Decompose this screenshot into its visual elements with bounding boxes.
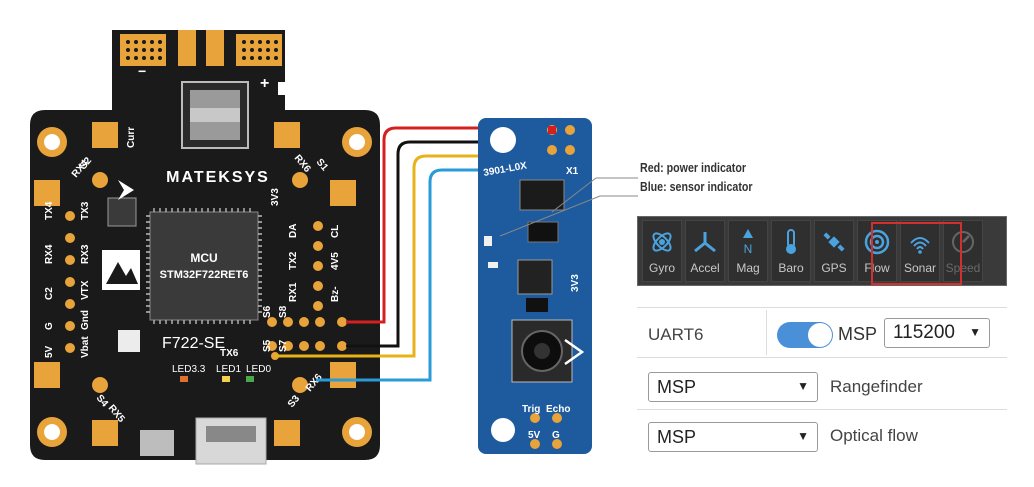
pad-5v-label: 5V [44, 345, 55, 358]
led33-label: LED3.3 [172, 364, 206, 375]
pad-tx2-label: TX2 [288, 251, 299, 270]
wire-yellow [274, 154, 554, 358]
toggle-knob [808, 323, 832, 347]
sensor-trig-label: Trig [522, 404, 540, 415]
pad-rx4-label: RX4 [44, 244, 55, 264]
pad-rx1-label: RX1 [288, 282, 299, 302]
pad-tx3-label: TX3 [80, 201, 91, 220]
pad-c2-label: C2 [44, 287, 55, 300]
pad-s8-label: S8 [278, 305, 289, 318]
toolbar-item-mag[interactable]: N Mag [728, 220, 768, 282]
protocol-label: MSP [838, 324, 878, 344]
model-label: F722-SE [162, 335, 225, 352]
toolbar-label-baro: Baro [778, 261, 804, 275]
toolbar-item-baro[interactable]: Baro [771, 220, 811, 282]
sensor-3v3-label: 3V3 [570, 274, 581, 292]
annotation-blue: Blue: sensor indicator [640, 179, 753, 194]
pad-vtx-label: VTX [80, 280, 91, 300]
opticalflow-value: MSP [657, 426, 697, 447]
wire-blue [316, 168, 570, 382]
pad-g-label: G [44, 322, 55, 330]
divider [766, 310, 767, 355]
wire-black [346, 140, 570, 348]
dropdown-arrow-icon: ▼ [797, 379, 809, 393]
dropdown-arrow-icon: ▼ [969, 325, 981, 339]
led0-label: LED0 [246, 364, 271, 375]
toolbar-label-flow: Flow [864, 261, 890, 275]
accel-icon [691, 227, 719, 257]
toolbar-label-speed: Speed [945, 261, 981, 275]
port-label: UART6 [648, 325, 704, 344]
pad-cl-label: CL [330, 225, 341, 238]
mcu-title: MCU [190, 251, 217, 265]
toolbar-item-sonar[interactable]: Sonar [900, 220, 940, 282]
sonar-icon [906, 227, 934, 257]
flow-icon [863, 227, 891, 257]
toolbar-item-accel[interactable]: Accel [685, 220, 725, 282]
dropdown-arrow-icon: ▼ [797, 429, 809, 443]
pad-4v5-label: 4V5 [330, 252, 341, 270]
svg-text:+: + [260, 75, 269, 92]
sensor-x1-label: X1 [566, 166, 579, 177]
pad-tx6-label: TX6 [220, 348, 239, 359]
divider [637, 357, 1007, 358]
toolbar-label-sonar: Sonar [903, 261, 937, 275]
curr-label: Curr [126, 127, 137, 148]
gyro-icon [648, 227, 676, 257]
wire-red [346, 126, 552, 324]
sensor-5v-label: 5V [528, 430, 541, 441]
svg-text:N: N [744, 242, 753, 256]
rangefinder-select[interactable]: MSP ▼ [648, 372, 818, 402]
toolbar-item-gyro[interactable]: Gyro [642, 220, 682, 282]
opticalflow-select[interactable]: MSP ▼ [648, 422, 818, 452]
pad-vbat-label: Vbat [80, 336, 91, 358]
pad-3v3-label: 3V3 [270, 188, 281, 206]
baro-icon [777, 227, 805, 257]
annotation-leaders [499, 177, 638, 237]
pad-bz-label: Bz- [330, 286, 341, 302]
rangefinder-label: Rangefinder [830, 377, 923, 396]
toolbar-label-gps: GPS [821, 261, 847, 275]
sensor-board: 3901-L0X X1 3V3 Trig Echo 5V G [478, 118, 592, 454]
rangefinder-value: MSP [657, 376, 697, 397]
pad-rx3-label: RX3 [80, 244, 91, 264]
toolbar-item-gps[interactable]: GPS [814, 220, 854, 282]
pad-s7-label: S7 [278, 339, 289, 352]
sensor-toolbar: Gyro Accel N Mag Baro GPS Flow Sonar [637, 216, 1007, 286]
toolbar-label-mag: Mag [736, 261, 760, 275]
svg-text:−: − [138, 63, 146, 79]
baud-select[interactable]: 115200 ▼ [884, 318, 990, 348]
toolbar-label-gyro: Gyro [648, 261, 675, 275]
divider [637, 409, 1007, 410]
brand-label: MATEKSYS [166, 169, 270, 186]
speed-icon [949, 227, 977, 257]
pad-s5-label: S5 [262, 339, 273, 352]
mag-icon: N [734, 227, 762, 257]
flight-controller-board: − + [30, 30, 380, 465]
pad-tx4-label: TX4 [44, 201, 55, 220]
sensor-echo-label: Echo [546, 404, 570, 415]
toolbar-item-flow[interactable]: Flow [857, 220, 897, 282]
divider [637, 307, 1007, 308]
pad-gnd-label: Gnd [80, 310, 91, 330]
sensor-g-label: G [552, 430, 560, 441]
pad-s6-label: S6 [262, 305, 273, 318]
opticalflow-label: Optical flow [830, 426, 918, 445]
gps-icon [820, 227, 848, 257]
led1-label: LED1 [216, 364, 241, 375]
wires [274, 126, 570, 382]
msp-toggle[interactable] [777, 322, 833, 348]
annotation-red: Red: power indicator [640, 160, 747, 175]
pad-da-label: DA [288, 224, 299, 238]
mcu-part-number: STM32F722RET6 [160, 269, 249, 281]
toolbar-label-accel: Accel [690, 261, 720, 275]
baud-value: 115200 [893, 322, 955, 343]
toolbar-item-speed[interactable]: Speed [943, 220, 983, 282]
